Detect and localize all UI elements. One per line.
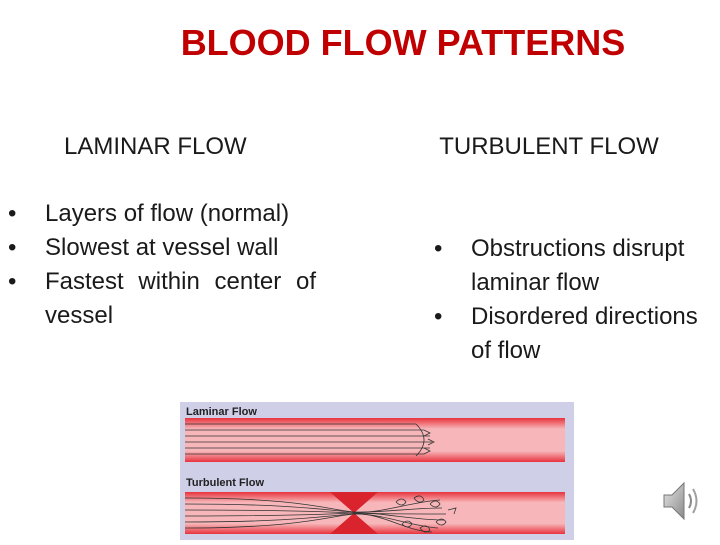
list-item: Layers of flow (normal) <box>8 197 316 231</box>
bottom-obstruction <box>330 513 378 534</box>
speaker-icon-svg <box>663 481 698 521</box>
laminar-bullet-list: Layers of flow (normal) Slowest at vesse… <box>8 197 316 333</box>
speaker-icon[interactable] <box>662 478 702 524</box>
list-item: Obstructions disrupt laminar flow <box>434 232 720 300</box>
laminar-vessel <box>185 418 565 462</box>
turbulent-bullet-list: Obstructions disrupt laminar flow Disord… <box>434 232 720 368</box>
turbulent-vessel <box>185 492 565 534</box>
top-obstruction <box>330 492 378 513</box>
list-item: Fastest within center of vessel <box>8 265 316 333</box>
flow-diagram-svg: Laminar Flow Turbulent Flow <box>184 406 565 534</box>
turbulent-flow-heading: TURBULENT FLOW <box>439 133 659 160</box>
laminar-flow-label: Laminar Flow <box>186 406 257 418</box>
turbulent-flow-label: Turbulent Flow <box>186 477 264 489</box>
slide-title: BLOOD FLOW PATTERNS <box>180 22 626 63</box>
laminar-flow-heading: LAMINAR FLOW <box>64 133 247 160</box>
list-item: Disordered directions of flow <box>434 300 720 368</box>
turbulent-streamlines <box>184 495 457 533</box>
list-item: Slowest at vessel wall <box>8 231 316 265</box>
flow-diagram-image: Laminar Flow Turbulent Flow <box>180 402 574 540</box>
laminar-streamlines <box>185 423 435 457</box>
